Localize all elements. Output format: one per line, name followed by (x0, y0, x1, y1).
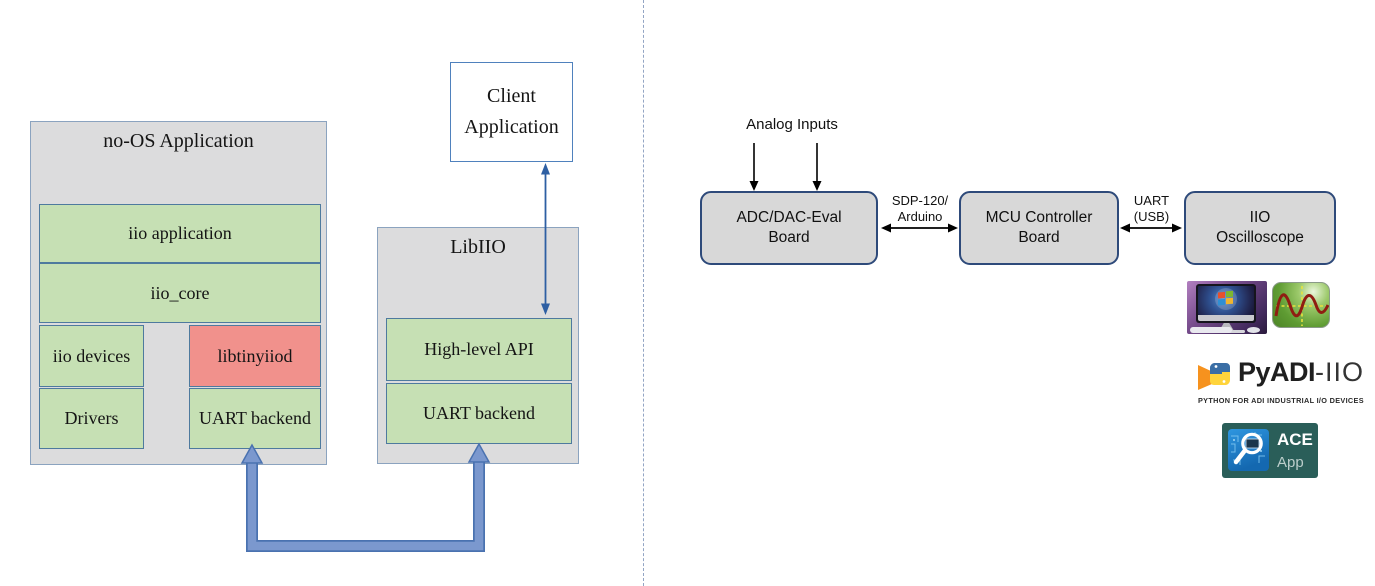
ace-app-badge: ACE App (1222, 423, 1318, 478)
analog-inputs-label: Analog Inputs (746, 116, 838, 133)
noos-application-box: no-OS Application iio application iio_co… (30, 121, 327, 465)
adc-board-line2: Board (768, 229, 810, 246)
adc-board-line1: ADC/DAC-Eval (736, 208, 842, 226)
pyadi-title-light: -IIO (1315, 357, 1365, 387)
block-high-level-api: High-level API (386, 318, 572, 381)
ace-magnifier-icon (1228, 429, 1269, 471)
iio-osc-line1: IIO (1249, 208, 1271, 226)
windows-pc-icon (1187, 281, 1267, 334)
block-iio-core: iio_core (39, 263, 321, 323)
iio-osc-line2: Oscilloscope (1216, 229, 1304, 246)
iio-oscilloscope-box: IIO Oscilloscope (1184, 191, 1336, 265)
client-application-box: Client Application (450, 62, 573, 162)
python-logo-icon (1198, 363, 1231, 390)
divider-dashed-line (643, 0, 644, 586)
uart-usb-label: UART (USB) (1133, 193, 1170, 225)
block-uart-backend-libiio: UART backend (386, 383, 572, 444)
block-libtinyiiod: libtinyiiod (189, 325, 321, 387)
pyadi-subtitle: PYTHON FOR ADI INDUSTRIAL I/O DEVICES (1198, 396, 1364, 405)
client-application-line1: Client (487, 85, 536, 107)
block-iio-devices: iio devices (39, 325, 144, 387)
block-uart-backend-noos: UART backend (189, 388, 321, 449)
ace-title: ACE (1277, 430, 1313, 449)
windows-flag-icon (1215, 288, 1237, 310)
block-drivers: Drivers (39, 388, 144, 449)
pyadi-title-bold: PyADI (1238, 357, 1316, 387)
mcu-board-line1: MCU Controller (985, 208, 1093, 226)
block-iio-application: iio application (39, 204, 321, 263)
analog-input-arrows (749, 143, 822, 191)
ace-subtitle: App (1277, 453, 1304, 471)
noos-application-title: no-OS Application (103, 130, 254, 152)
pyadi-iio-logo: PyADI -IIO PYTHON FOR ADI INDUSTRIAL I/O… (1196, 357, 1366, 407)
adc-dac-eval-board-box: ADC/DAC-Eval Board (700, 191, 878, 265)
client-application-line2: Application (464, 116, 559, 138)
mcu-board-line2: Board (1018, 229, 1060, 246)
mcu-controller-board-box: MCU Controller Board (959, 191, 1119, 265)
libiio-box: LibIIO High-level API UART backend (377, 227, 579, 464)
oscilloscope-wave-icon (1272, 282, 1330, 328)
libiio-title: LibIIO (450, 236, 506, 258)
sdp120-arduino-label: SDP-120/ Arduino (891, 193, 949, 225)
